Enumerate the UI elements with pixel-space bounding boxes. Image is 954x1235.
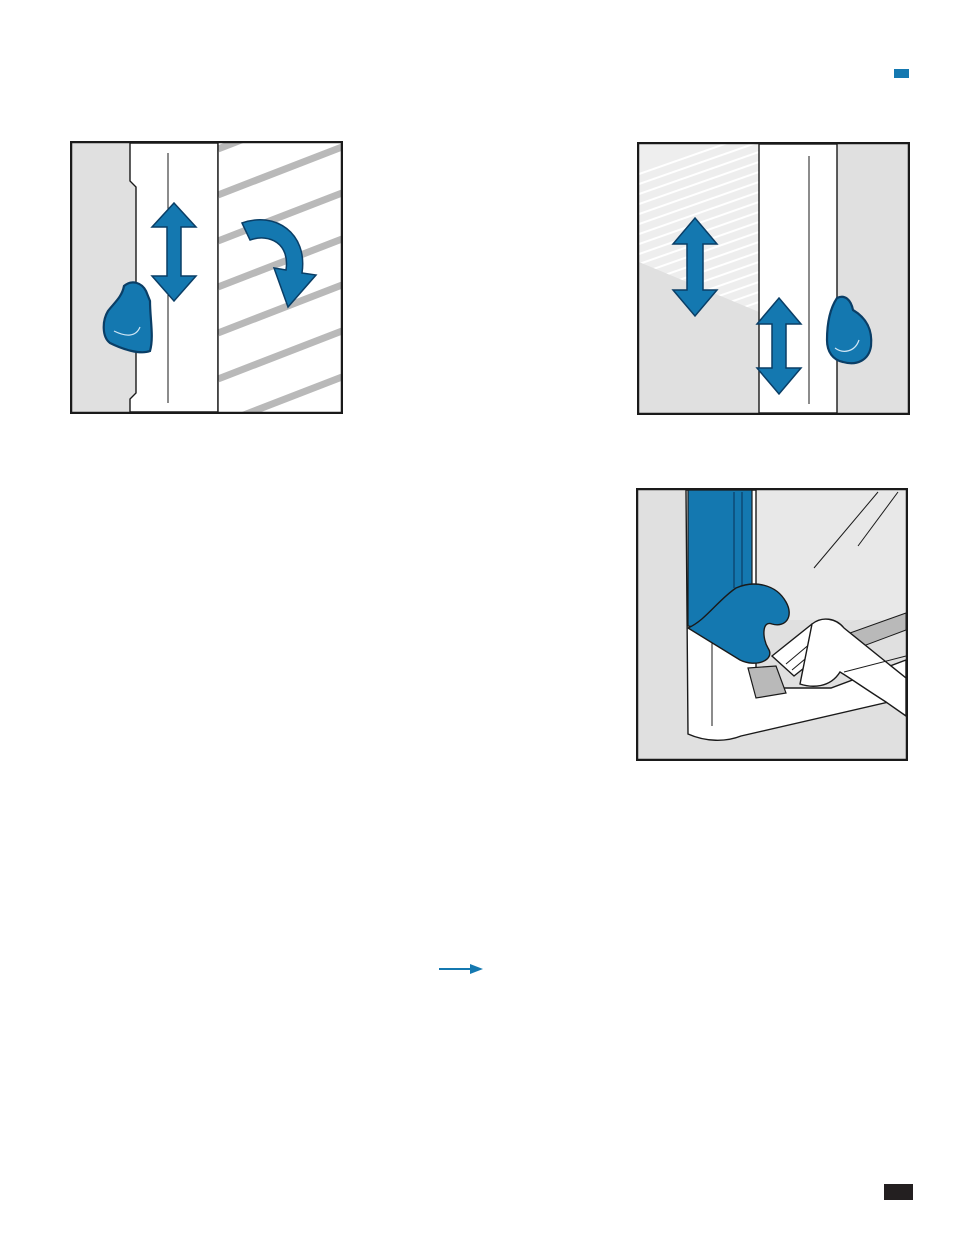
page-number-tab (884, 1184, 913, 1200)
right-arrow-icon (438, 962, 484, 976)
paintbrush-window-frame-illustration (636, 488, 908, 761)
window-track-illustration-left (70, 141, 343, 414)
window-track-illustration-right (637, 142, 910, 415)
section-marker-icon (894, 69, 909, 78)
